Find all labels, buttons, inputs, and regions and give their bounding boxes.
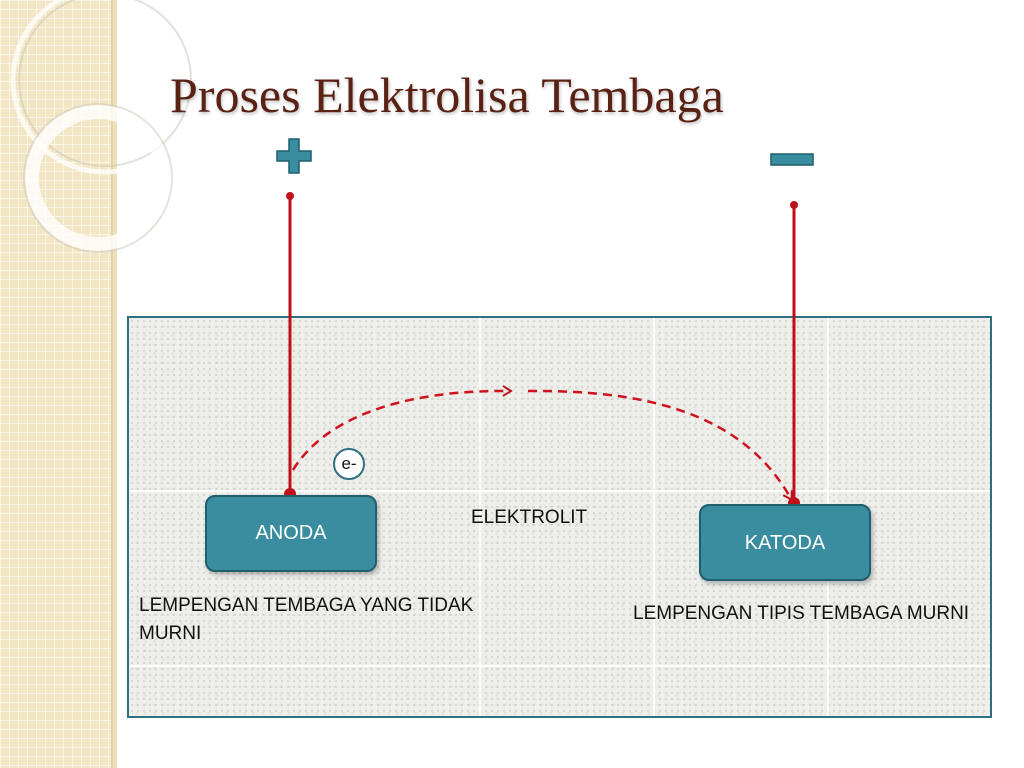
- tank-grid-line: [479, 318, 481, 716]
- cathode-wire: [788, 201, 800, 509]
- tank-grid-line: [129, 665, 990, 667]
- cathode-box: KATODA: [699, 504, 871, 581]
- side-strip-edge: [113, 0, 117, 768]
- tank-grid-line: [653, 318, 655, 716]
- minus-sign-icon: [770, 153, 814, 166]
- cathode-description: LEMPENGAN TIPIS TEMBAGA MURNI: [633, 603, 970, 624]
- tank-grid-line: [129, 490, 990, 492]
- electrolyte-label: ELEKTROLIT: [471, 507, 588, 528]
- anode-wire: [284, 192, 296, 500]
- electron-flow-arrow-to-top: [291, 385, 513, 471]
- decorative-rings: [10, 0, 200, 253]
- anode-box: ANODA: [205, 495, 377, 572]
- page-title: Proses Elektrolisa Tembaga: [170, 67, 724, 123]
- electron-badge: e-: [333, 448, 365, 480]
- plus-sign-icon: [276, 138, 312, 174]
- electron-flow-arrow-to-cathode: [527, 389, 793, 502]
- anode-description: LEMPENGAN TEMBAGA YANG TIDAK MURNI: [139, 595, 474, 644]
